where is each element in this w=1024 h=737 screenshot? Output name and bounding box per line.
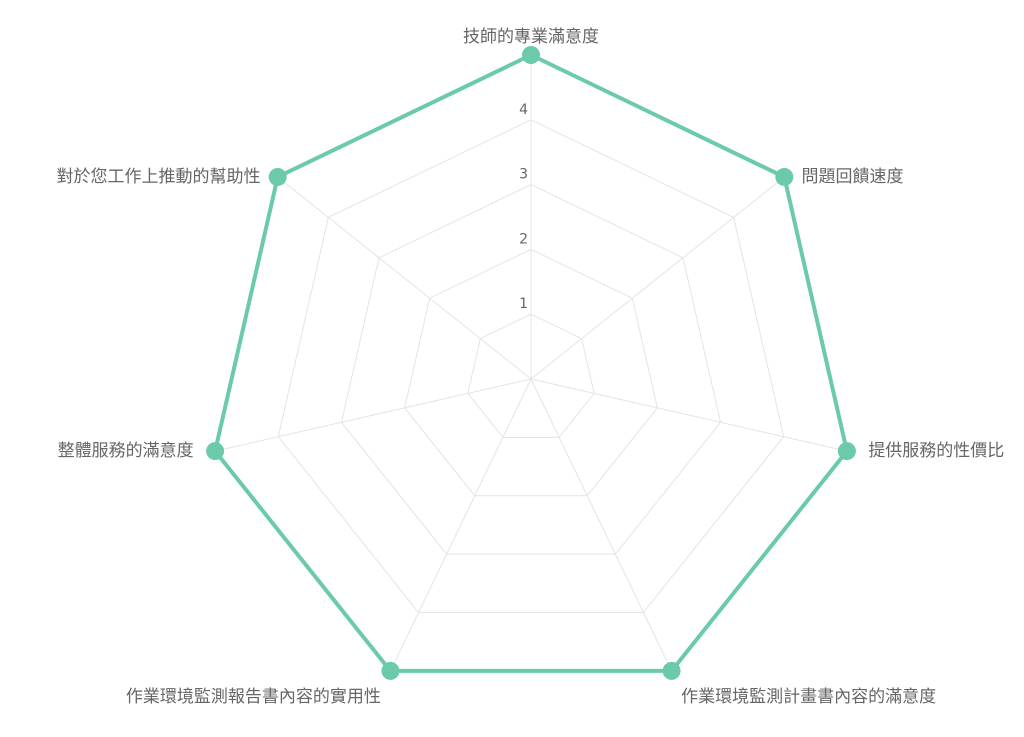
spoke-3 [530,378,673,672]
series-line [213,53,849,673]
grid-ring-1 [467,313,595,438]
series-layer [206,46,856,680]
axis-label: 整體服務的滿意度 [58,441,194,461]
data-point[interactable] [381,661,400,680]
data-point[interactable] [662,661,681,680]
tick-label: 3 [519,167,528,183]
spoke-4 [389,378,532,672]
spoke-6 [277,176,532,380]
data-point[interactable] [837,442,856,461]
axis-label: 對於您工作上推動的幫助性 [56,167,260,187]
spoke-1 [530,176,785,380]
tick-label: 1 [519,296,528,312]
grid-ring-4 [277,119,785,614]
data-point[interactable] [522,46,540,64]
axis-label: 提供服務的性價比 [868,441,1004,461]
axis-label: 作業環境監測計畫書內容的滿意度 [681,687,936,707]
tick-label: 4 [519,102,528,118]
axis-label: 問題回饋速度 [802,167,904,187]
radial-ticks: 1 2 3 4 [519,102,528,312]
grid-ring-3 [340,184,722,555]
grid-ring-2 [404,248,658,497]
data-point[interactable] [775,167,794,186]
tick-label: 2 [519,231,528,247]
axis-label: 作業環境監測報告書內容的實用性 [126,687,381,707]
radar-spokes [215,55,847,672]
axis-label: 技師的專業滿意度 [463,27,599,47]
data-point[interactable] [206,442,225,461]
spoke-2 [530,378,847,452]
spoke-5 [215,378,532,452]
data-point[interactable] [268,167,287,186]
